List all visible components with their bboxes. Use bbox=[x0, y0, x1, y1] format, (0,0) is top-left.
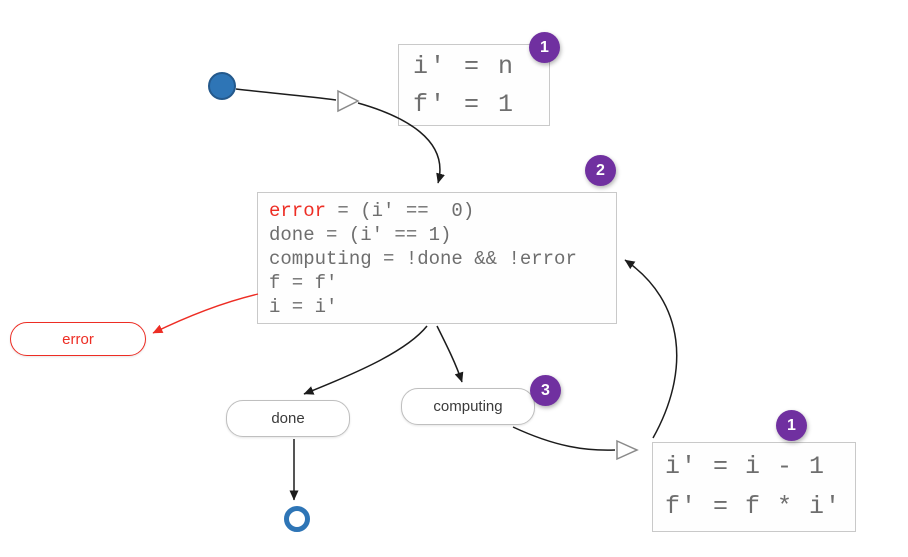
code-line: i' = i - 1 bbox=[665, 452, 826, 481]
code-line: f' = f * i' bbox=[665, 492, 842, 521]
code-line: computing = !done && !error bbox=[269, 248, 577, 270]
code-line-rest: = (i' == 0) bbox=[326, 200, 475, 222]
arrow-update-to-error bbox=[152, 293, 259, 334]
final-state-node bbox=[284, 506, 310, 532]
code-line: f' = 1 bbox=[413, 90, 516, 119]
action-box-init: i' = n f' = 1 bbox=[398, 44, 550, 126]
arrow-computing-to-join bbox=[512, 426, 616, 451]
code-line: error = (i' == 0) bbox=[269, 199, 605, 223]
badge-1-loop: 1 bbox=[776, 410, 807, 441]
join-triangle-loop-icon bbox=[616, 439, 639, 461]
arrow-update-to-done bbox=[303, 325, 428, 395]
error-keyword: error bbox=[269, 200, 327, 222]
code-line: done = (i' == 1) bbox=[269, 224, 452, 246]
state-done: done bbox=[226, 400, 350, 437]
code-line: i = i' bbox=[269, 296, 338, 318]
join-triangle-init-icon bbox=[337, 89, 360, 113]
arrow-loop-to-update bbox=[624, 259, 678, 439]
badge-2-update: 2 bbox=[585, 155, 616, 186]
initial-state-node bbox=[208, 72, 236, 100]
code-line: f = f' bbox=[269, 272, 338, 294]
code-line: i' = n bbox=[413, 52, 516, 81]
arrow-update-to-computing bbox=[436, 325, 464, 383]
state-update-box: error = (i' == 0) done = (i' == 1) compu… bbox=[257, 192, 617, 324]
arrow-init-to-join bbox=[235, 88, 337, 101]
badge-3-computing: 3 bbox=[530, 375, 561, 406]
state-computing: computing bbox=[401, 388, 535, 425]
badge-1-init: 1 bbox=[529, 32, 560, 63]
state-error: error bbox=[10, 322, 146, 356]
action-box-loop: i' = i - 1 f' = f * i' bbox=[652, 442, 856, 532]
